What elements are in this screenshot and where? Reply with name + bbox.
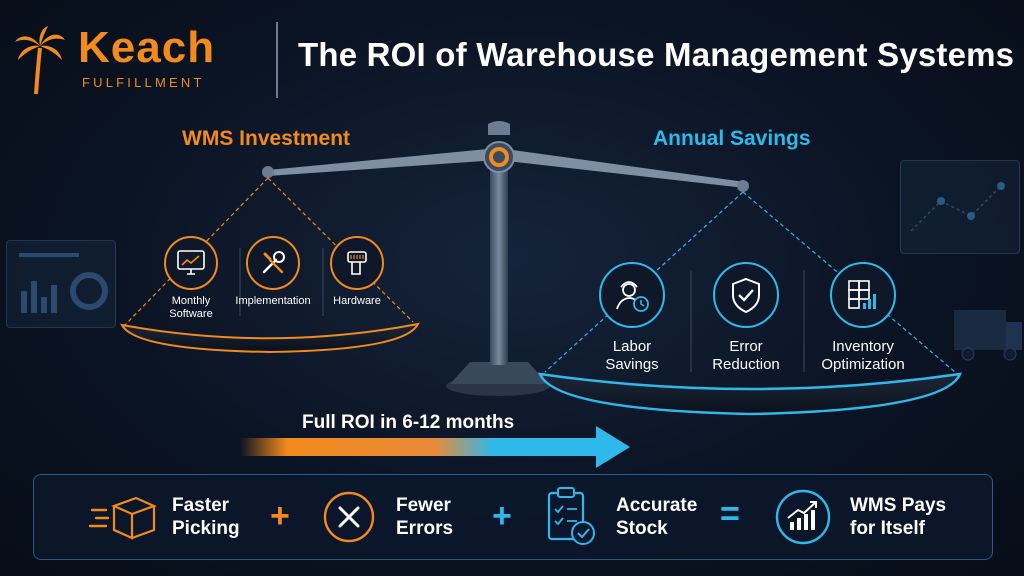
background-dashboard-panel xyxy=(6,240,116,328)
background-map-panel xyxy=(900,160,1020,254)
savings-title: Annual Savings xyxy=(653,127,811,150)
scale-finial xyxy=(488,121,510,135)
savings-label-2: Savings xyxy=(605,356,659,373)
plus-operator: + xyxy=(270,497,290,535)
right-pan xyxy=(537,372,963,416)
savings-label-1: Error xyxy=(729,338,763,355)
plus-operator: + xyxy=(492,497,512,535)
left-pan-strings xyxy=(124,177,414,326)
investment-item-implementation: Implementation xyxy=(228,236,318,308)
x-circle-icon xyxy=(323,491,375,543)
roi-label: Full ROI in 6-12 months xyxy=(302,412,515,433)
scale-pivot xyxy=(483,141,515,173)
brand-subtitle: FULFILLMENT xyxy=(82,75,205,90)
barcode-scanner-icon xyxy=(330,236,384,290)
savings-label-1: Labor xyxy=(612,338,652,355)
page-title: The ROI of Warehouse Management Systems xyxy=(298,36,1015,73)
brand-name: Keach xyxy=(78,23,216,72)
investment-title: WMS Investment xyxy=(182,127,351,150)
scale-pivot-ring xyxy=(489,147,509,167)
clipboard-check-icon xyxy=(547,487,595,545)
background-map-icon xyxy=(910,182,1005,232)
savings-label-2: Reduction xyxy=(712,356,780,373)
worker-clock-icon xyxy=(599,262,665,328)
savings-label-2: Optimization xyxy=(821,356,905,373)
palm-tree-logo-icon xyxy=(15,26,65,95)
left-hanger-knob xyxy=(262,166,274,178)
equals-operator: = xyxy=(720,495,740,533)
scale-post xyxy=(490,165,508,365)
background-truck-icon xyxy=(954,310,1022,361)
scale-base-top xyxy=(450,362,548,384)
investment-label-1: Hardware xyxy=(333,295,381,307)
fast-box-icon xyxy=(88,496,157,540)
shield-check-icon xyxy=(713,262,779,328)
background-chart-icon xyxy=(19,253,108,313)
left-pan xyxy=(120,322,420,354)
header-divider xyxy=(276,22,278,98)
roi-arrow xyxy=(240,426,630,468)
investment-label-1: Monthly xyxy=(171,295,211,307)
boxes-chart-icon xyxy=(830,262,896,328)
monitor-chart-icon xyxy=(164,236,218,290)
investment-label-1: Implementation xyxy=(235,295,311,307)
right-hanger-knob xyxy=(737,180,749,192)
wrench-screwdriver-icon xyxy=(246,236,300,290)
growth-chart-icon xyxy=(775,489,831,545)
investment-item-hardware: Hardware xyxy=(312,236,402,308)
investment-label-2: Software xyxy=(169,308,213,320)
savings-label-1: Inventory xyxy=(832,338,894,355)
